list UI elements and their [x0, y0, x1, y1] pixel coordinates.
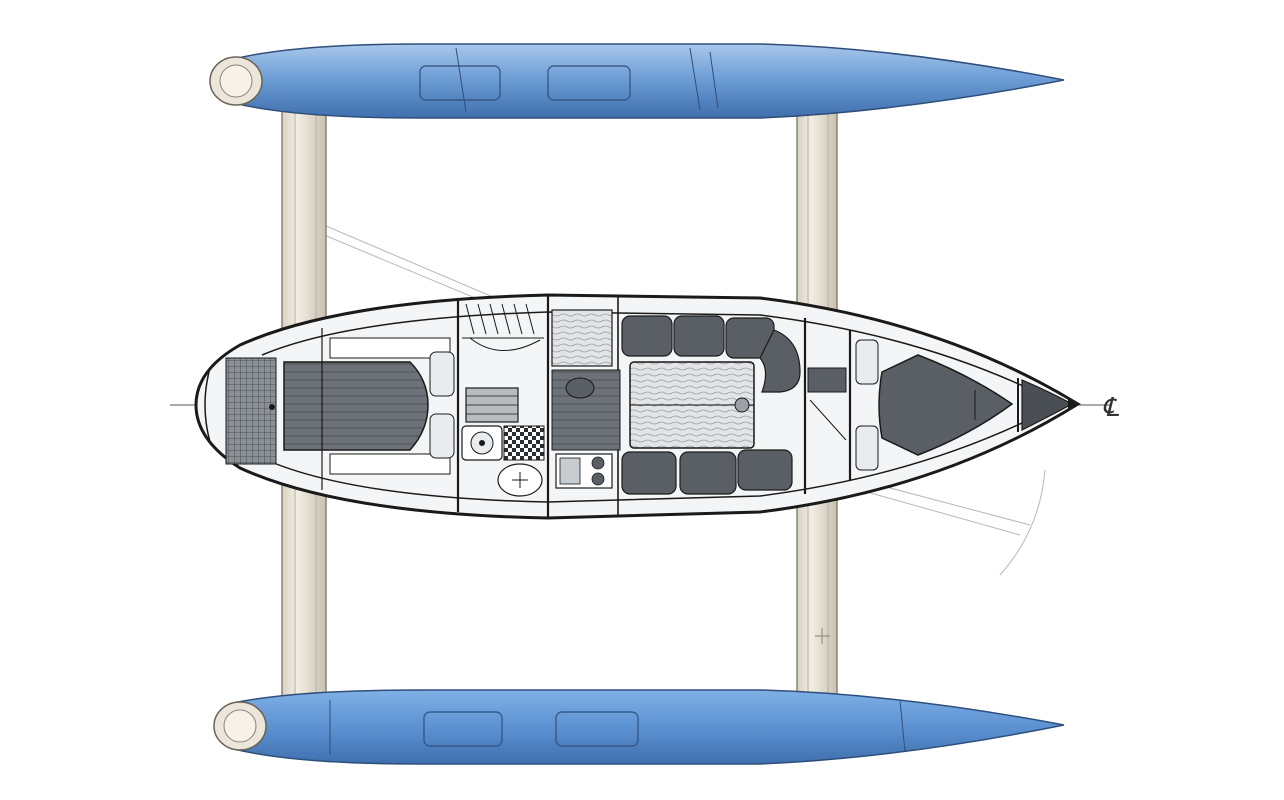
galley-stove: [555, 453, 613, 489]
v-berth: [878, 354, 1014, 456]
head-toilet: [497, 463, 543, 497]
saloon-settee-upper: [621, 315, 801, 393]
centerline-label: ℄: [1102, 393, 1120, 423]
companionway-steps: [465, 387, 519, 423]
mast-step: [807, 367, 847, 393]
float-top: [209, 43, 1065, 119]
main-hull: [194, 293, 1081, 520]
galley-sink: [461, 425, 545, 461]
hanging-locker: [462, 303, 544, 351]
saloon-settee-lower: [621, 449, 793, 495]
chart-table: [551, 309, 613, 367]
aft-cockpit-grating: [225, 357, 277, 465]
float-bottom: [213, 689, 1065, 765]
aft-berth: [283, 361, 429, 451]
